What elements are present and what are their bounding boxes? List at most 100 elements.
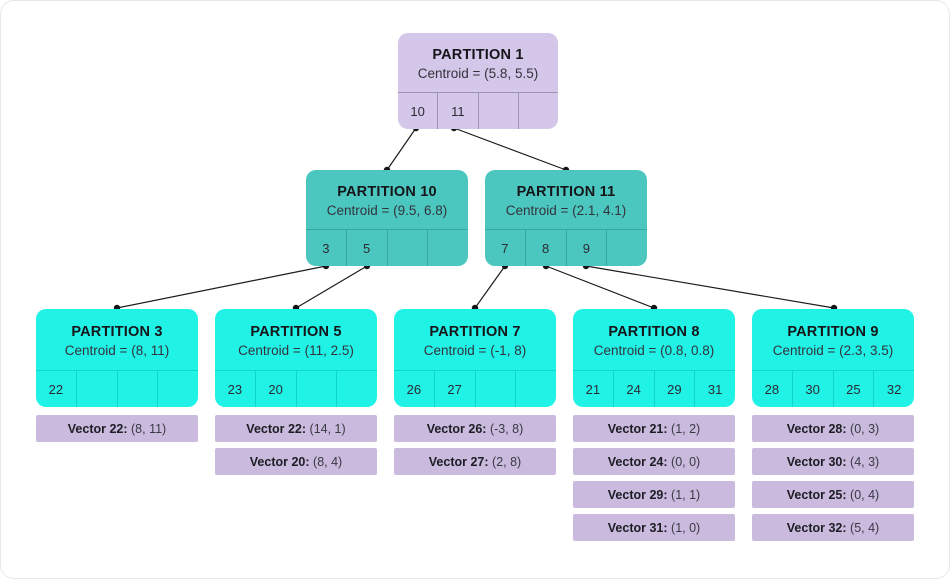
partition-cell: [516, 371, 556, 407]
vector-list-partition-9: Vector 28: (0, 3) Vector 30: (4, 3) Vect…: [752, 415, 914, 541]
partition-cell: [428, 230, 468, 266]
partition-cell: [479, 93, 519, 129]
vector-row: Vector 30: (4, 3): [752, 448, 914, 475]
vector-row: Vector 31: (1, 0): [573, 514, 735, 541]
partition-node-7: PARTITION 7 Centroid = (-1, 8) 26 27: [394, 309, 556, 407]
vector-label: Vector 29:: [607, 487, 668, 502]
vector-label: Vector 22:: [67, 421, 128, 436]
partition-centroid: Centroid = (0.8, 0.8): [593, 342, 715, 358]
partition-cell: 30: [793, 371, 834, 407]
partition-cell: 24: [614, 371, 655, 407]
partition-title: PARTITION 7: [429, 323, 521, 340]
vector-list-partition-3: Vector 22: (8, 11): [36, 415, 198, 442]
partition-header: PARTITION 7 Centroid = (-1, 8): [394, 309, 556, 370]
partition-cell: [476, 371, 517, 407]
vector-value: (4, 3): [850, 454, 880, 469]
partition-cell-row: 7 8 9: [485, 229, 647, 266]
partition-centroid: Centroid = (11, 2.5): [238, 342, 354, 358]
vector-label: Vector 25:: [786, 487, 847, 502]
vector-value: (0, 0): [671, 454, 701, 469]
vector-label: Vector 32:: [786, 520, 847, 535]
partition-cell: [77, 371, 118, 407]
partition-cell-row: 28 30 25 32: [752, 370, 914, 407]
partition-centroid: Centroid = (5.8, 5.5): [417, 65, 539, 81]
partition-title: PARTITION 1: [432, 46, 524, 63]
partition-header: PARTITION 5 Centroid = (11, 2.5): [215, 309, 377, 370]
partition-cell-row: 21 24 29 31: [573, 370, 735, 407]
partition-cell: [158, 371, 198, 407]
partition-node-1: PARTITION 1 Centroid = (5.8, 5.5) 10 11: [398, 33, 558, 129]
partition-header: PARTITION 10 Centroid = (9.5, 6.8): [306, 170, 468, 229]
partition-cell: 23: [215, 371, 256, 407]
partition-cell: 29: [655, 371, 696, 407]
vector-row: Vector 21: (1, 2): [573, 415, 735, 442]
vector-row: Vector 27: (2, 8): [394, 448, 556, 475]
partition-header: PARTITION 8 Centroid = (0.8, 0.8): [573, 309, 735, 370]
partition-cell: [337, 371, 377, 407]
vector-row: Vector 22: (14, 1): [215, 415, 377, 442]
partition-cell: 27: [435, 371, 476, 407]
vector-value: (-3, 8): [489, 421, 524, 436]
vector-value: (8, 11): [131, 421, 167, 436]
partition-title: PARTITION 3: [71, 323, 163, 340]
partition-cell: 11: [438, 93, 479, 129]
vector-label: Vector 24:: [607, 454, 668, 469]
vector-label: Vector 26:: [426, 421, 487, 436]
partition-cell: 9: [567, 230, 608, 266]
partition-node-11: PARTITION 11 Centroid = (2.1, 4.1) 7 8 9: [485, 170, 647, 266]
partition-cell: 28: [752, 371, 793, 407]
vector-value: (0, 4): [850, 487, 880, 502]
partition-cell: 32: [886, 381, 902, 397]
vector-label: Vector 22:: [246, 421, 307, 436]
vector-row: Vector 29: (1, 1): [573, 481, 735, 508]
partition-title: PARTITION 5: [250, 323, 342, 340]
vector-row: Vector 26: (-3, 8): [394, 415, 556, 442]
partition-header: PARTITION 11 Centroid = (2.1, 4.1): [485, 170, 647, 229]
partition-node-9: PARTITION 9 Centroid = (2.3, 3.5) 28 30 …: [752, 309, 914, 407]
vector-value: (1, 2): [671, 421, 701, 436]
partition-cell: [519, 93, 558, 129]
partition-cell: 20: [256, 371, 297, 407]
partition-cell-row: 10 11: [398, 92, 558, 129]
partition-cell-row: 23 20: [215, 370, 377, 407]
partition-cell-row: 3 5: [306, 229, 468, 266]
partition-cell: 8: [526, 230, 567, 266]
partition-centroid: Centroid = (8, 11): [64, 342, 170, 358]
vector-row: Vector 32: (5, 4): [752, 514, 914, 541]
partition-cell: [118, 371, 159, 407]
partition-header: PARTITION 1 Centroid = (5.8, 5.5): [398, 33, 558, 92]
vector-label: Vector 21:: [607, 421, 668, 436]
partition-node-10: PARTITION 10 Centroid = (9.5, 6.8) 3 5: [306, 170, 468, 266]
partition-cell: [607, 230, 647, 266]
vector-list-partition-5: Vector 22: (14, 1) Vector 20: (8, 4): [215, 415, 377, 475]
partition-cell: 22: [36, 371, 77, 407]
vector-label: Vector 27:: [428, 454, 489, 469]
partition-centroid: Centroid = (-1, 8): [423, 342, 527, 358]
vector-list-partition-7: Vector 26: (-3, 8) Vector 27: (2, 8): [394, 415, 556, 475]
vector-label: Vector 28:: [786, 421, 847, 436]
vector-label: Vector 20:: [249, 454, 310, 469]
partition-cell: 5: [347, 230, 388, 266]
partition-title: PARTITION 9: [787, 323, 879, 340]
partition-cell: [297, 371, 338, 407]
vector-row: Vector 28: (0, 3): [752, 415, 914, 442]
partition-cell: 26: [394, 371, 435, 407]
vector-label: Vector 30:: [786, 454, 847, 469]
vector-value: (0, 3): [850, 421, 880, 436]
vector-row: Vector 22: (8, 11): [36, 415, 198, 442]
vector-value: (8, 4): [313, 454, 343, 469]
vector-value: (1, 1): [671, 487, 701, 502]
vector-row: Vector 20: (8, 4): [215, 448, 377, 475]
partition-title: PARTITION 11: [516, 183, 616, 200]
partition-centroid: Centroid = (2.3, 3.5): [772, 342, 894, 358]
partition-cell-row: 22: [36, 370, 198, 407]
partition-cell: 3: [306, 230, 347, 266]
vector-list-partition-8: Vector 21: (1, 2) Vector 24: (0, 0) Vect…: [573, 415, 735, 541]
partition-node-8: PARTITION 8 Centroid = (0.8, 0.8) 21 24 …: [573, 309, 735, 407]
partition-node-3: PARTITION 3 Centroid = (8, 11) 22: [36, 309, 198, 407]
partition-header: PARTITION 9 Centroid = (2.3, 3.5): [752, 309, 914, 370]
vector-value: (1, 0): [671, 520, 701, 535]
partition-title: PARTITION 10: [337, 183, 437, 200]
partition-centroid: Centroid = (9.5, 6.8): [326, 202, 448, 218]
